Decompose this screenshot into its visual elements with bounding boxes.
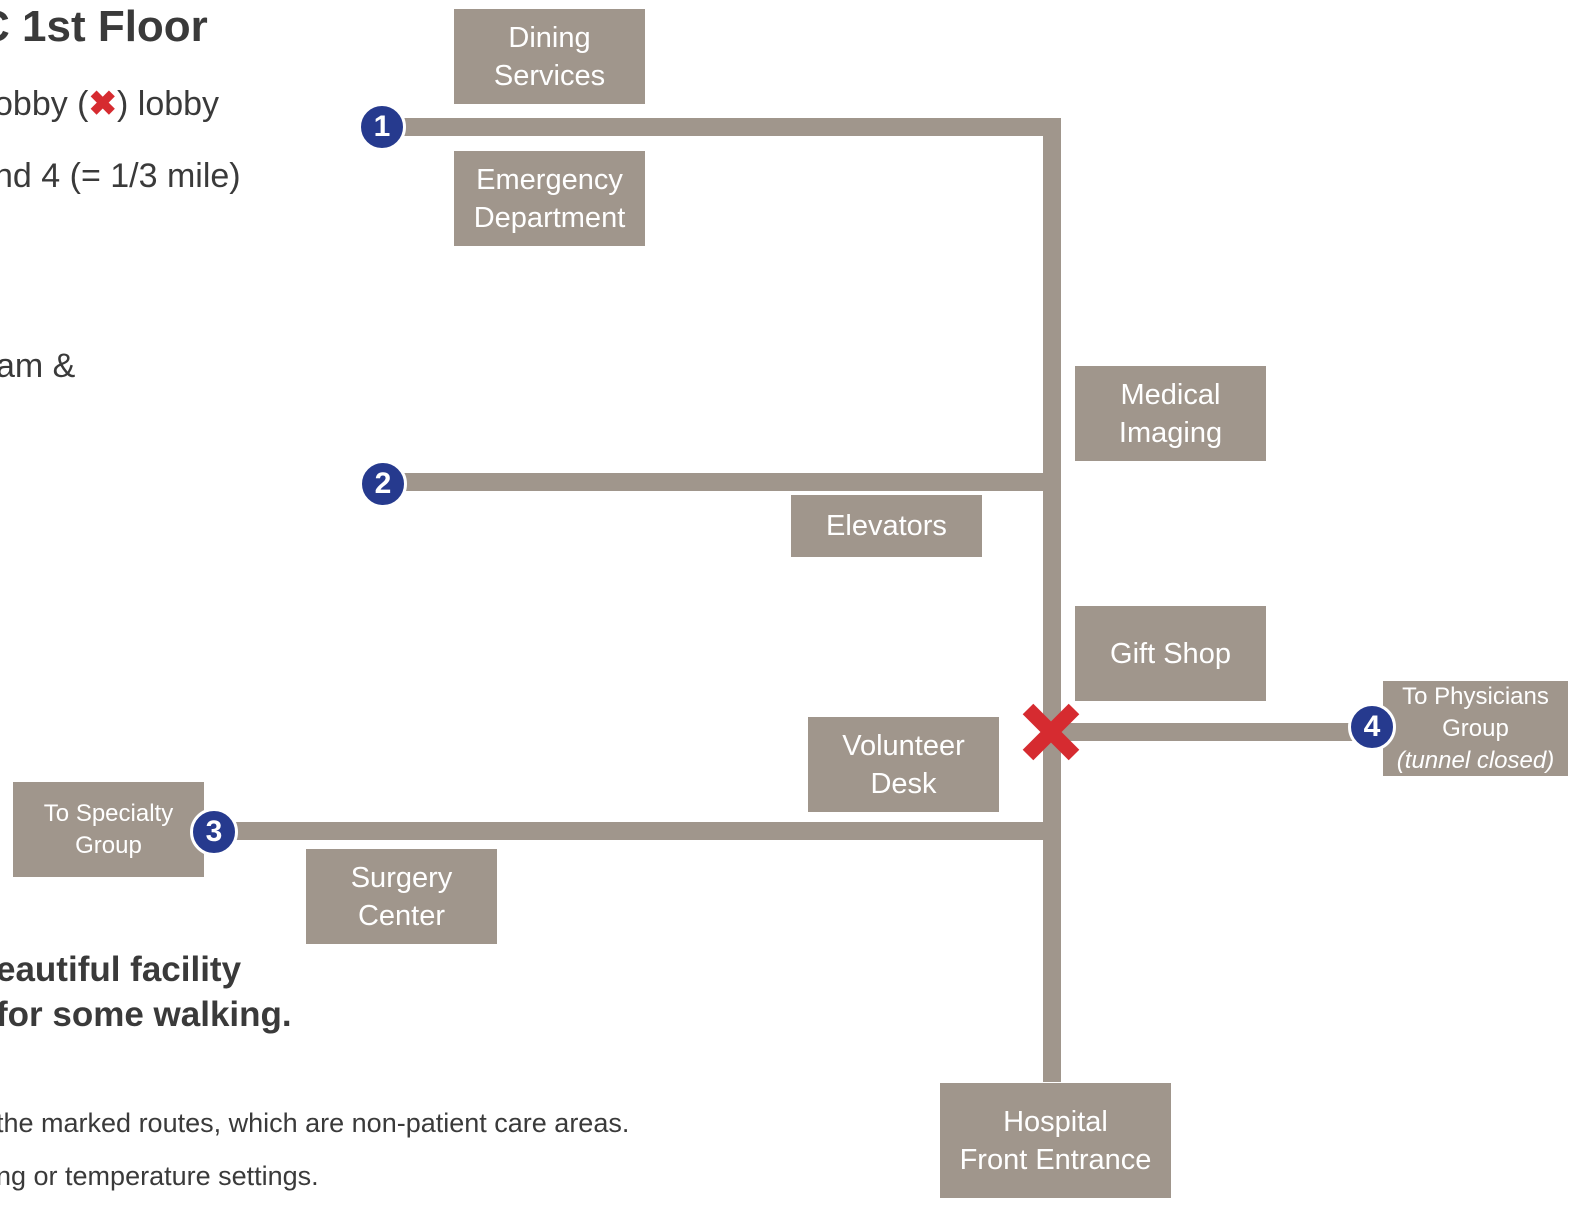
imaging-line-1: Medical [1120, 378, 1221, 411]
dining-line-1: Dining [508, 21, 591, 54]
partial-text: am & [0, 347, 76, 385]
route-marker-1: 1 [358, 103, 406, 151]
lobby-legend-after: ) lobby [117, 85, 220, 123]
map-title: C 1st Floor [0, 2, 208, 51]
message-line-1: eautiful facility [0, 950, 242, 989]
distance-text: nd 4 (= 1/3 mile) [0, 157, 241, 195]
physicians-line-1: To Physicians [1402, 682, 1549, 710]
lobby-x-icon: ✖ [88, 85, 118, 123]
physicians-line-2: Group [1442, 714, 1509, 742]
entrance-line-2: Front Entrance [959, 1143, 1152, 1176]
route-4-corridor [1043, 723, 1373, 741]
lobby-legend-before: obby ( [0, 85, 89, 123]
physicians-line-3: (tunnel closed) [1396, 746, 1555, 774]
surgery-line-1: Surgery [350, 861, 453, 894]
gift-shop-box: Gift Shop [1075, 606, 1266, 701]
route-marker-4: 4 [1348, 703, 1396, 751]
message-line-2: for some walking. [0, 995, 292, 1034]
elevators-box: Elevators [791, 495, 982, 557]
specialty-line-1: To Specialty [43, 799, 174, 827]
volunteer-line-2: Desk [870, 767, 937, 800]
note-line-1: the marked routes, which are non-patient… [0, 1108, 630, 1138]
gift-shop-label: Gift Shop [1110, 637, 1231, 670]
surgery-line-2: Center [357, 899, 446, 932]
route-marker-2: 2 [359, 460, 407, 508]
lobby-legend: obby (✖) lobby [0, 84, 219, 124]
imaging-line-2: Imaging [1118, 416, 1223, 449]
specialty-line-2: Group [75, 831, 142, 859]
route-1-corridor [395, 118, 1061, 136]
emergency-line-1: Emergency [476, 163, 623, 196]
lobby-x-icon [1022, 703, 1080, 761]
route-3-corridor [225, 822, 1061, 840]
entrance-line-1: Hospital [1003, 1105, 1108, 1138]
dining-line-2: Services [493, 59, 606, 92]
emergency-line-2: Department [473, 201, 626, 234]
elevators-label: Elevators [826, 510, 947, 542]
volunteer-line-1: Volunteer [842, 729, 965, 762]
note-line-2: ng or temperature settings. [0, 1161, 319, 1191]
route-marker-3: 3 [190, 808, 238, 856]
route-2-corridor [395, 473, 1061, 491]
main-corridor [1043, 118, 1061, 1082]
